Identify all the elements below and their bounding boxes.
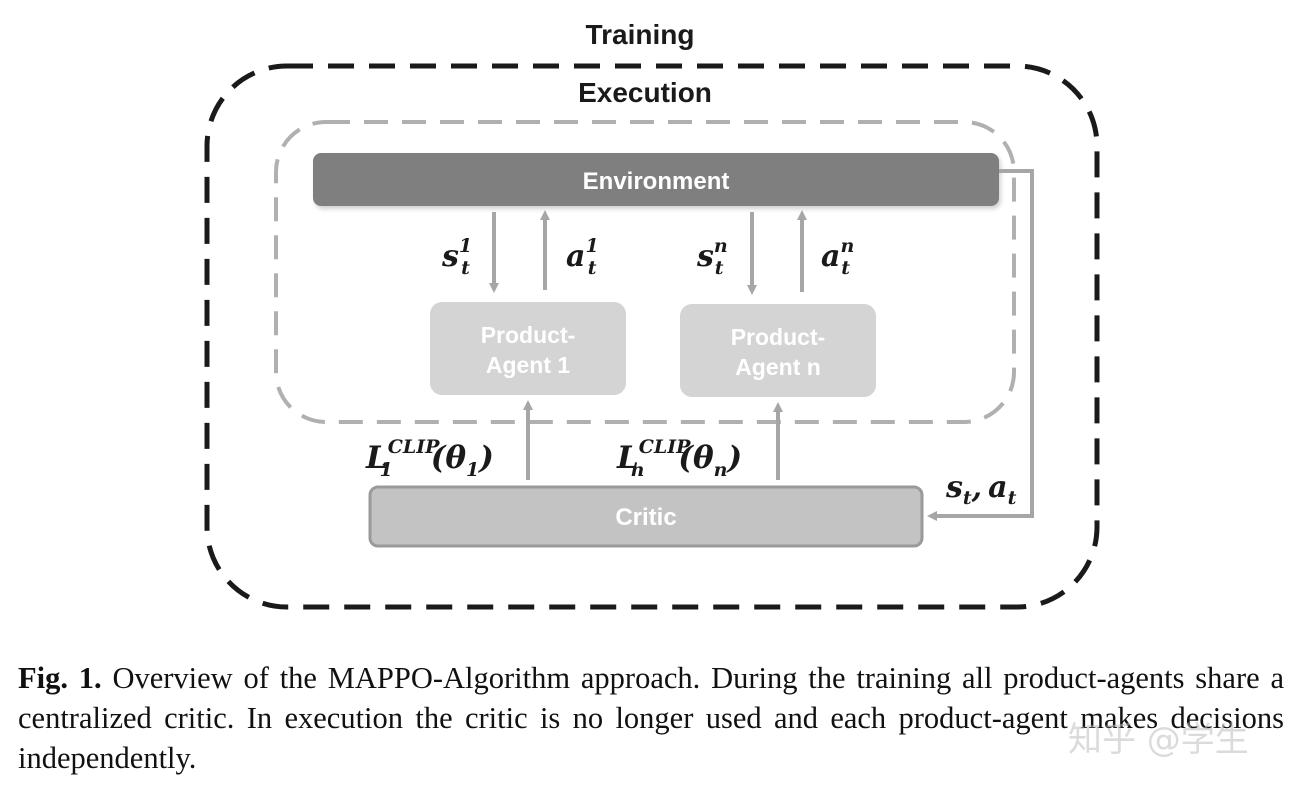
critic-label: Critic xyxy=(615,504,676,531)
product-agent-n-label-line2: Agent n xyxy=(735,354,821,380)
figure-caption-label: Fig. 1. xyxy=(18,661,102,695)
product-agent-1-label-line1: Product- xyxy=(481,322,576,348)
training-boundary xyxy=(204,63,1100,610)
execution-title: Execution xyxy=(578,77,712,108)
figure-caption-text: Overview of the MAPPO-Algorithm approach… xyxy=(18,661,1284,775)
product-agent-1-box xyxy=(430,302,626,395)
critic-box xyxy=(368,485,924,548)
figure-caption: Fig. 1. Overview of the MAPPO-Algorithm … xyxy=(18,658,1284,778)
mappo-diagram: Training Execution Environment Product- … xyxy=(204,19,1100,610)
label-global-state-action: st,at xyxy=(945,470,1017,509)
product-agent-n-label-line1: Product- xyxy=(731,324,826,350)
product-agent-1-label-line2: Agent 1 xyxy=(486,352,571,378)
environment-label: Environment xyxy=(583,168,730,195)
training-title: Training xyxy=(586,19,695,50)
environment-box xyxy=(313,153,999,206)
arrow-environment-to-critic xyxy=(927,169,1034,521)
execution-boundary xyxy=(274,120,1016,424)
product-agent-n-box xyxy=(680,304,876,397)
watermark: 知乎 @学生 xyxy=(1068,720,1249,760)
